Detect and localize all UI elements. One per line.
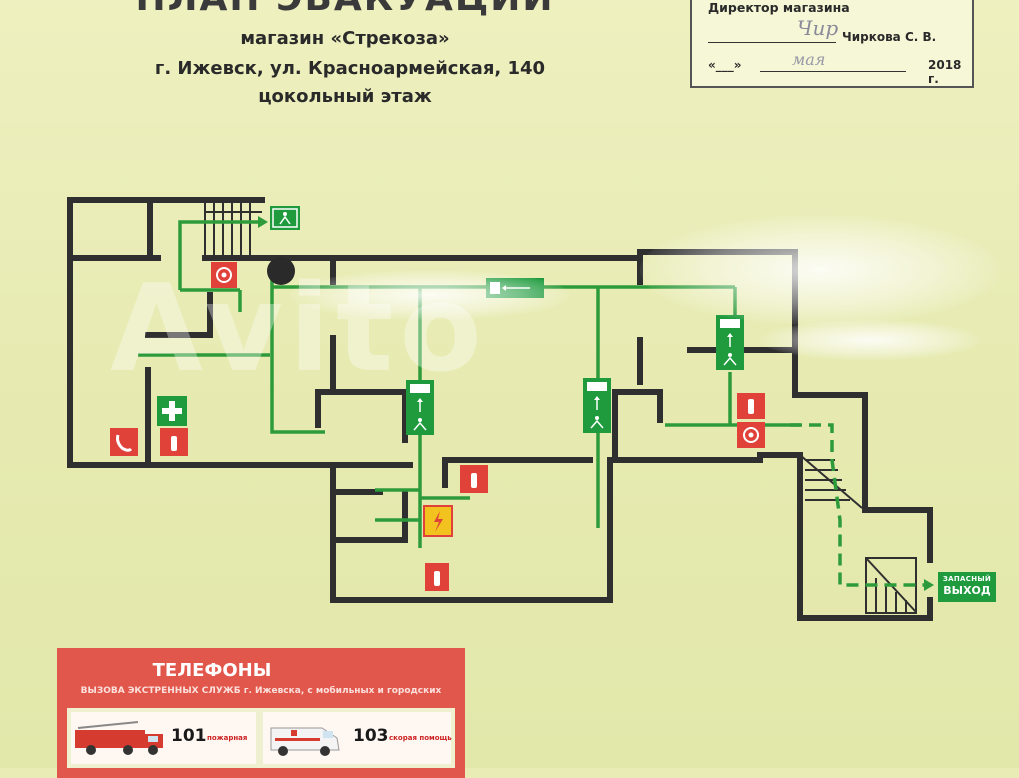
approval-date-day: «___» [708,58,742,72]
phones-cards: 101 пожарная 103 скорая помощь [67,708,455,768]
phones-title: ТЕЛЕФОНЫ [152,660,272,681]
electrical-hazard-icon [423,505,453,537]
emergency-route-arrow [924,579,934,591]
fire-extinguisher-icon-3 [425,563,449,591]
approval-year: 2018 г. [928,58,962,86]
approval-name: Чиркова С. В. [842,30,937,44]
phones-subtitle: ВЫЗОВА ЭКСТРЕННЫХ СЛУЖБ г. Ижевска, с мо… [80,686,442,696]
exit-sign-1 [406,380,434,435]
fire-extinguisher-icon-2 [460,465,488,493]
light-glare-2 [640,215,1000,325]
first-aid-icon [157,396,187,426]
fire-label: пожарная [207,734,248,742]
ambulance-card: 103 скорая помощь [263,712,452,764]
handwritten-signature: Чир [797,16,839,40]
signature-line [708,42,836,43]
fire-number: 101 [171,726,207,746]
store-name: магазин «Стрекоза» [240,28,450,49]
handwritten-month: мая [792,50,826,69]
exit-sign-2 [583,378,611,433]
light-glare-1 [290,270,570,320]
plan-title: ПЛАН ЭВАКУАЦИИ [95,0,595,19]
ambulance-icon [270,727,340,756]
location-marker [267,257,295,285]
floor-name: цокольный этаж [258,86,432,107]
stairs [204,200,917,614]
fire-phone-icon [110,428,138,456]
approval-role: Директор магазина [708,0,850,15]
approval-block: Директор магазина Чир Чиркова С. В. «___… [690,0,974,88]
fire-service-card: 101 пожарная [71,712,256,764]
fire-hose-icon-1 [211,262,237,288]
exit-sign-line1: ЗАПАСНЫЙ [942,575,992,583]
fire-extinguisher-icon-1 [160,428,188,456]
emergency-exit-sign: ЗАПАСНЫЙ ВЫХОД [938,572,996,602]
ambulance-number: 103 [353,726,389,746]
fire-hose-icon-2 [737,422,765,448]
fire-extinguisher-icon-4 [737,393,765,419]
date-line [760,71,906,72]
fire-truck-icon [75,721,163,755]
route-arrow-up [258,216,268,228]
exit-sign-top [270,206,300,230]
light-glare-3 [760,320,980,360]
exit-sign-3 [716,315,744,370]
emergency-route [790,423,925,587]
emergency-phones-panel: ТЕЛЕФОНЫ ВЫЗОВА ЭКСТРЕННЫХ СЛУЖБ г. Ижев… [57,648,465,778]
store-address: г. Ижевск, ул. Красноармейская, 140 [154,58,546,79]
exit-sign-line2: ВЫХОД [943,584,991,597]
ambulance-label: скорая помощь [389,734,452,742]
